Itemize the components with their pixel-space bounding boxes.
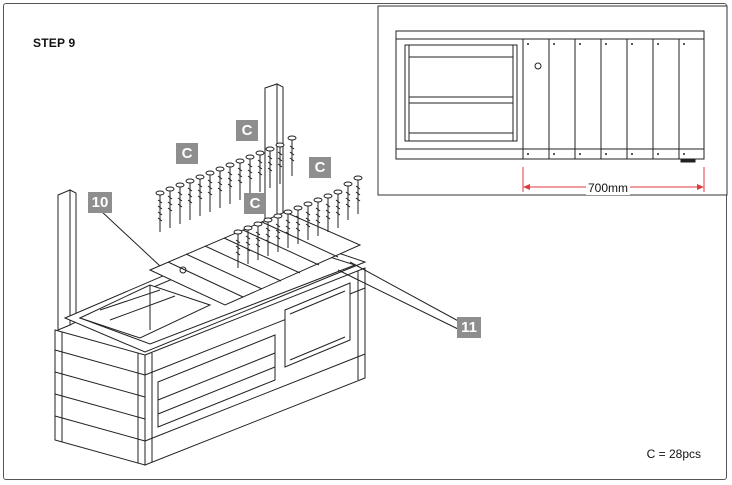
callout-part-11: 11 bbox=[457, 317, 481, 338]
screw-icon bbox=[333, 189, 343, 228]
screw-icon bbox=[215, 166, 225, 208]
screw-icon bbox=[353, 175, 363, 214]
callout-screw-c: C bbox=[236, 120, 258, 141]
callout-screw-c: C bbox=[309, 157, 331, 178]
screw-icon bbox=[287, 135, 297, 176]
step-title: STEP 9 bbox=[33, 36, 76, 50]
screw-icon bbox=[225, 162, 235, 204]
screw-icon bbox=[283, 209, 293, 248]
screw-icon bbox=[175, 182, 185, 224]
planter-box bbox=[54, 83, 463, 466]
inset-screw-dots bbox=[527, 43, 685, 155]
screw-icon bbox=[233, 229, 243, 268]
screw-icon bbox=[195, 174, 205, 216]
screws-c bbox=[155, 135, 363, 268]
screw-icon bbox=[313, 197, 323, 236]
callout-screw-c: C bbox=[176, 143, 198, 164]
top-view-inset bbox=[377, 5, 728, 196]
page-frame bbox=[3, 3, 727, 480]
screw-icon bbox=[273, 213, 283, 252]
screw-icon bbox=[343, 181, 353, 220]
screw-icon bbox=[205, 170, 215, 212]
screw-icon bbox=[293, 205, 303, 244]
callout-part-10: 10 bbox=[88, 192, 112, 213]
screw-icon bbox=[155, 190, 165, 232]
screw-icon bbox=[245, 154, 255, 196]
dimension-label: 700mm bbox=[586, 181, 631, 195]
screw-icon bbox=[275, 142, 285, 184]
screw-icon bbox=[165, 186, 175, 228]
quantity-note: C = 28pcs bbox=[646, 447, 701, 461]
screw-icon bbox=[235, 158, 245, 200]
screw-icon bbox=[255, 150, 265, 192]
screw-icon bbox=[303, 201, 313, 240]
screw-icon bbox=[323, 193, 333, 232]
screw-icon bbox=[243, 225, 253, 264]
screw-icon bbox=[265, 146, 275, 188]
screw-icon bbox=[185, 178, 195, 220]
screw-icon bbox=[253, 221, 263, 260]
screw-icon bbox=[263, 217, 273, 256]
callout-screw-c: C bbox=[244, 193, 266, 214]
